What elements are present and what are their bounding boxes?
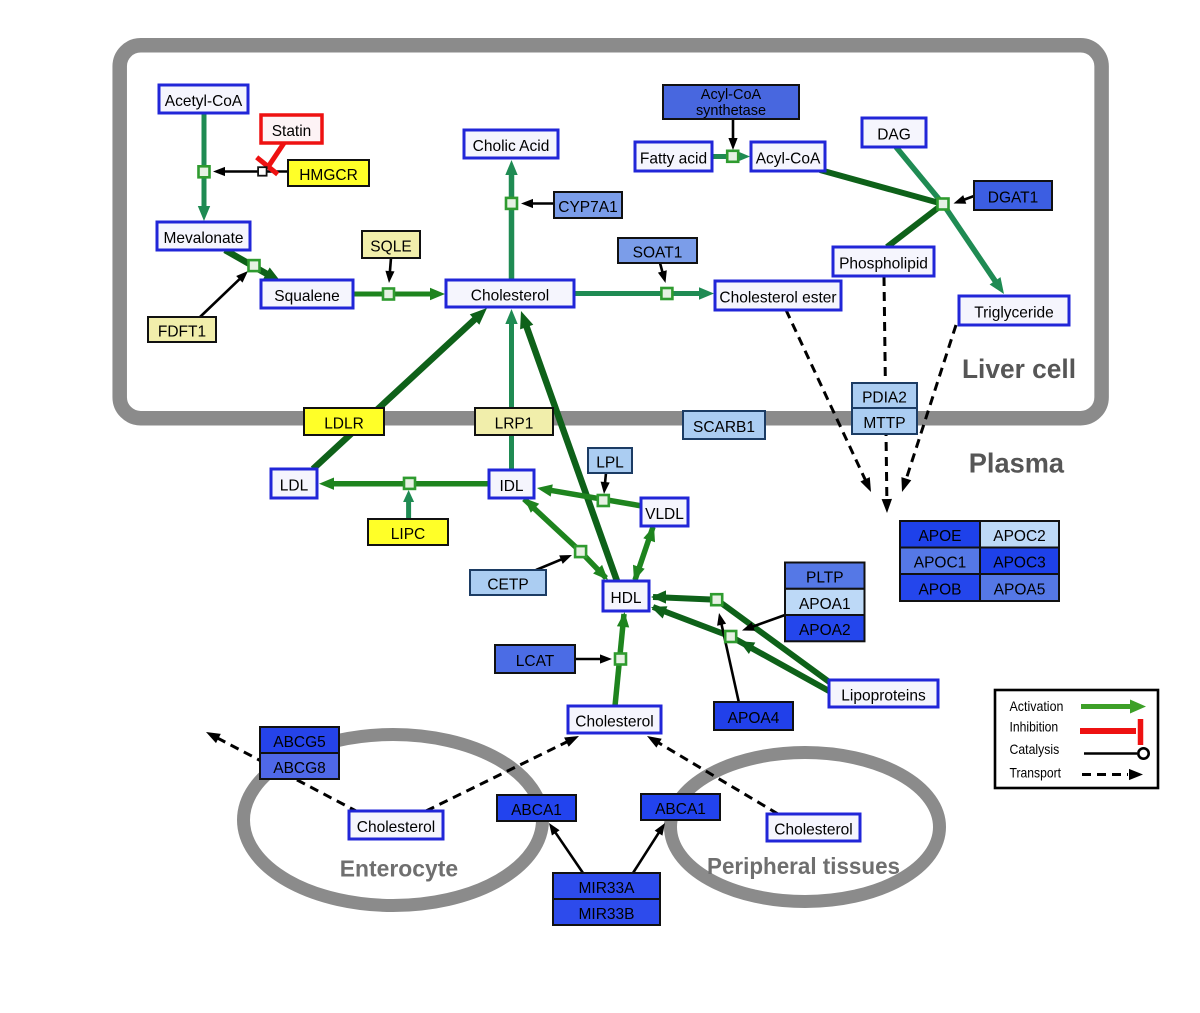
svg-text:CETP: CETP [487,576,528,593]
svg-text:APOA2: APOA2 [799,622,851,639]
svg-text:Activation: Activation [1010,698,1064,714]
svg-text:CYP7A1: CYP7A1 [558,199,617,216]
svg-text:Cholesterol: Cholesterol [357,819,435,836]
svg-text:HDL: HDL [611,590,642,607]
svg-text:Enterocyte: Enterocyte [340,855,458,881]
svg-text:Cholesterol: Cholesterol [575,713,653,730]
svg-text:synthetase: synthetase [696,102,766,119]
svg-text:Acyl-CoA: Acyl-CoA [756,150,821,167]
svg-text:APOB: APOB [918,581,961,598]
svg-text:LIPC: LIPC [391,526,426,543]
svg-text:LCAT: LCAT [516,653,555,670]
svg-text:HMGCR: HMGCR [299,167,358,184]
svg-text:Inhibition: Inhibition [1010,719,1059,735]
svg-text:SOAT1: SOAT1 [633,244,683,261]
svg-text:Catalysis: Catalysis [1010,741,1060,757]
svg-text:MIR33A: MIR33A [579,880,635,897]
svg-text:PDIA2: PDIA2 [862,389,907,406]
svg-text:APOA5: APOA5 [994,581,1046,598]
svg-text:APOC3: APOC3 [993,555,1046,572]
svg-text:Acetyl-CoA: Acetyl-CoA [165,93,243,110]
svg-text:ABCG5: ABCG5 [273,734,326,751]
svg-text:LPL: LPL [596,454,624,471]
svg-text:Liver cell: Liver cell [962,354,1076,384]
svg-text:Acyl-CoA: Acyl-CoA [701,86,761,103]
svg-text:APOC2: APOC2 [993,528,1046,545]
svg-text:LDLR: LDLR [324,415,364,432]
svg-text:ABCA1: ABCA1 [655,801,706,818]
svg-text:DAG: DAG [877,126,911,143]
svg-text:IDL: IDL [499,478,523,495]
svg-text:Lipoproteins: Lipoproteins [841,687,925,704]
svg-text:MTTP: MTTP [863,415,905,432]
svg-text:Squalene: Squalene [274,288,340,305]
svg-text:SQLE: SQLE [370,238,411,255]
svg-text:DGAT1: DGAT1 [988,189,1039,206]
svg-text:MIR33B: MIR33B [579,906,635,923]
svg-text:Peripheral tissues: Peripheral tissues [707,853,900,879]
svg-text:Triglyceride: Triglyceride [974,304,1054,321]
svg-text:Fatty acid: Fatty acid [640,150,707,167]
svg-text:ABCG8: ABCG8 [273,760,326,777]
svg-text:Statin: Statin [272,123,312,140]
svg-text:Plasma: Plasma [969,448,1065,479]
svg-text:Transport: Transport [1010,765,1062,781]
svg-text:FDFT1: FDFT1 [158,323,206,340]
svg-text:APOA1: APOA1 [799,596,851,613]
svg-text:LRP1: LRP1 [495,415,534,432]
svg-text:Cholic Acid: Cholic Acid [473,138,550,155]
svg-text:SCARB1: SCARB1 [693,419,755,436]
svg-text:APOC1: APOC1 [914,555,967,572]
svg-text:Cholesterol: Cholesterol [471,287,549,304]
svg-text:APOE: APOE [918,528,961,545]
svg-text:Cholesterol: Cholesterol [774,821,852,838]
svg-text:Mevalonate: Mevalonate [163,230,243,247]
svg-text:VLDL: VLDL [645,506,684,523]
svg-text:APOA4: APOA4 [728,710,780,727]
svg-text:Cholesterol ester: Cholesterol ester [719,289,837,306]
svg-text:ABCA1: ABCA1 [511,802,562,819]
svg-text:LDL: LDL [280,477,308,494]
svg-text:PLTP: PLTP [806,570,844,587]
svg-text:Phospholipid: Phospholipid [839,255,928,272]
